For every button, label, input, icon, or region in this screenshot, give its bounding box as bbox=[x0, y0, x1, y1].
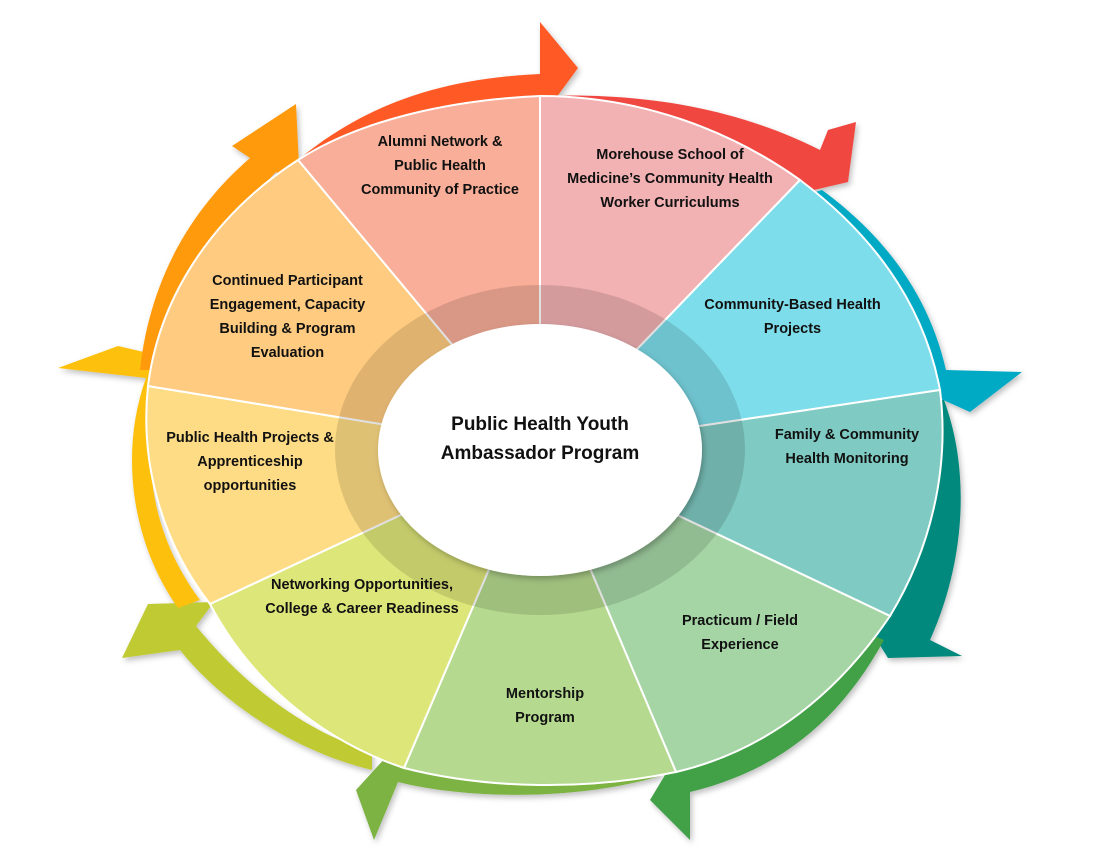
arrow-apprenticeship bbox=[58, 346, 200, 608]
label-morehouse: Morehouse School of Medicine’s Community… bbox=[567, 147, 773, 211]
arrow-community-projects bbox=[805, 190, 1022, 412]
label-networking: Networking Opportunities, College & Care… bbox=[265, 577, 459, 617]
arrow-alumni bbox=[298, 22, 578, 160]
label-family-monitoring: Family & Community Health Monitoring bbox=[774, 427, 920, 467]
label-apprenticeship: Public Health Projects & Apprenticeship … bbox=[166, 430, 334, 494]
arrow-networking bbox=[122, 602, 372, 770]
label-community-projects: Community-Based Health Projects bbox=[704, 297, 881, 337]
label-mentorship: Mentorship Program bbox=[505, 686, 585, 726]
label-alumni: Alumni Network & Public Health Community… bbox=[361, 134, 519, 198]
center-ellipse[interactable] bbox=[378, 324, 702, 576]
label-engagement: Continued Participant Engagement, Capaci… bbox=[209, 273, 366, 361]
segment-mentorship[interactable] bbox=[402, 447, 678, 787]
label-practicum: Practicum / Field Experience bbox=[681, 613, 799, 653]
center-title: Public Health Youth Ambassador Program bbox=[440, 414, 640, 464]
